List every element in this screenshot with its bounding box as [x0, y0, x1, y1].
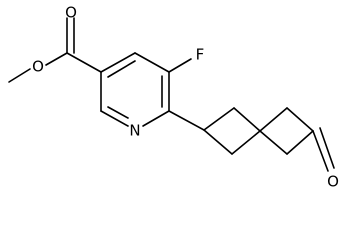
bond-ketone-double	[319, 127, 335, 169]
bond-carbonyl-c-to-ring	[66, 52, 102, 73]
bond-ring2-lower-right	[286, 130, 314, 155]
bond-ring1-top	[203, 107, 235, 131]
bond-c3-c4	[100, 52, 136, 73]
ketone-oxygen-label: O	[327, 173, 339, 191]
bond-ring1-upper-right	[233, 107, 261, 132]
molecule-diagram: O O F N O	[8, 4, 339, 191]
bond-ring1-lower-right	[231, 130, 261, 155]
bond-ring2-upper-right	[286, 107, 314, 132]
fluorine-label: F	[196, 46, 205, 64]
pyridine-nitrogen-label: N	[129, 122, 140, 140]
bond-pyridine-to-cyclobutane	[168, 110, 205, 131]
bond-n-c2	[100, 110, 129, 127]
bond-ether-o-to-carbonyl-c	[45, 52, 68, 66]
bond-ring1-bottom	[203, 129, 233, 155]
bond-c6-n	[142, 110, 170, 127]
bond-c4-c5	[134, 52, 170, 73]
bond-ketone-single	[312, 130, 329, 172]
spiroheptanone	[168, 107, 335, 172]
bond-ring2-bottom	[259, 130, 288, 155]
bond-methyl-to-ether-o	[8, 68, 31, 83]
pyridine-ring	[100, 52, 170, 127]
carbonyl-oxygen-label: O	[65, 4, 77, 22]
bond-n-c2-inner	[107, 106, 129, 119]
bond-c5-to-fluorine	[168, 58, 192, 73]
ether-oxygen-label: O	[32, 58, 44, 76]
methyl-ester-group	[8, 17, 102, 83]
bond-ring2-top	[259, 107, 288, 132]
bond-c3-c4-inner	[107, 60, 136, 78]
